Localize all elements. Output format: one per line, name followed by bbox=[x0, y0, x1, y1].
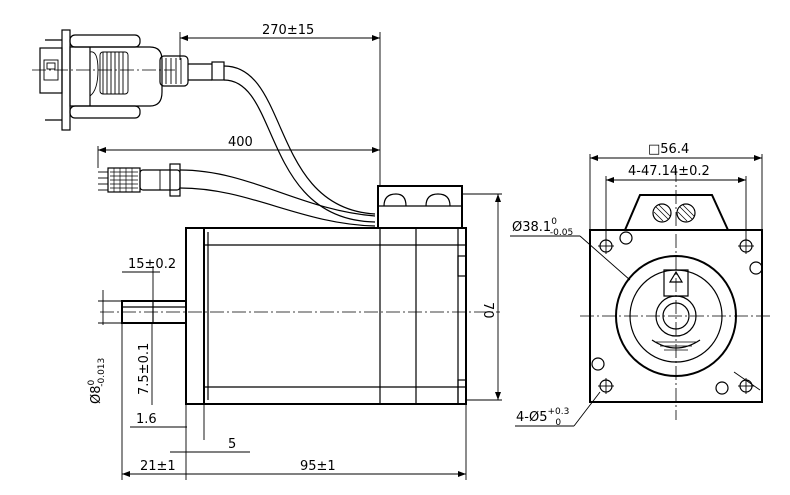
pilot-depth-label: 1.6 bbox=[136, 412, 157, 427]
motor-side-view bbox=[100, 185, 500, 405]
cable-length-2-label: 400 bbox=[228, 135, 253, 150]
shaft-tol-lower: -0.013 bbox=[97, 358, 107, 387]
key-length-label: 15±0.2 bbox=[128, 257, 176, 272]
dimension-lines bbox=[97, 32, 502, 480]
cable-length-1-label: 270±15 bbox=[262, 23, 314, 38]
motor-front-view bbox=[580, 168, 772, 420]
shaft-length-label: 21±1 bbox=[140, 459, 176, 474]
front-dimension-lines bbox=[510, 154, 763, 427]
pilot-tol-upper: 0 bbox=[551, 217, 557, 227]
body-length-label: 95±1 bbox=[300, 459, 336, 474]
flat-depth-label: 7.5±0.1 bbox=[137, 343, 152, 395]
cables bbox=[179, 63, 376, 227]
flange-thickness-label: 5 bbox=[228, 437, 236, 452]
holes-tol-lower: 0 bbox=[555, 418, 561, 428]
height-label: 70 bbox=[480, 302, 495, 319]
shaft-tol-upper: 0 bbox=[87, 379, 97, 385]
flange-square-label: □56.4 bbox=[648, 142, 689, 157]
encoder-plug bbox=[98, 163, 181, 197]
connector-assembly bbox=[32, 29, 225, 131]
pilot-tol-lower: -0.05 bbox=[550, 228, 573, 238]
pilot-diameter-label: Ø38.10-0.05 bbox=[512, 217, 573, 238]
holes-tol-upper: +0.3 bbox=[547, 407, 569, 417]
pilot-dia-main: Ø38.1 bbox=[512, 220, 551, 235]
arrowheads bbox=[98, 35, 762, 477]
shaft-dia-main: Ø8 bbox=[89, 385, 104, 404]
holes-main: 4-Ø5 bbox=[516, 410, 547, 425]
shaft-dia-label: Ø80-0.013 bbox=[87, 358, 107, 404]
side-labels: 270±15 400 70 15±0.2 Ø80-0.013 7.5±0.1 1… bbox=[87, 23, 495, 474]
hole-spacing-label: 4-47.14±0.2 bbox=[628, 164, 710, 179]
